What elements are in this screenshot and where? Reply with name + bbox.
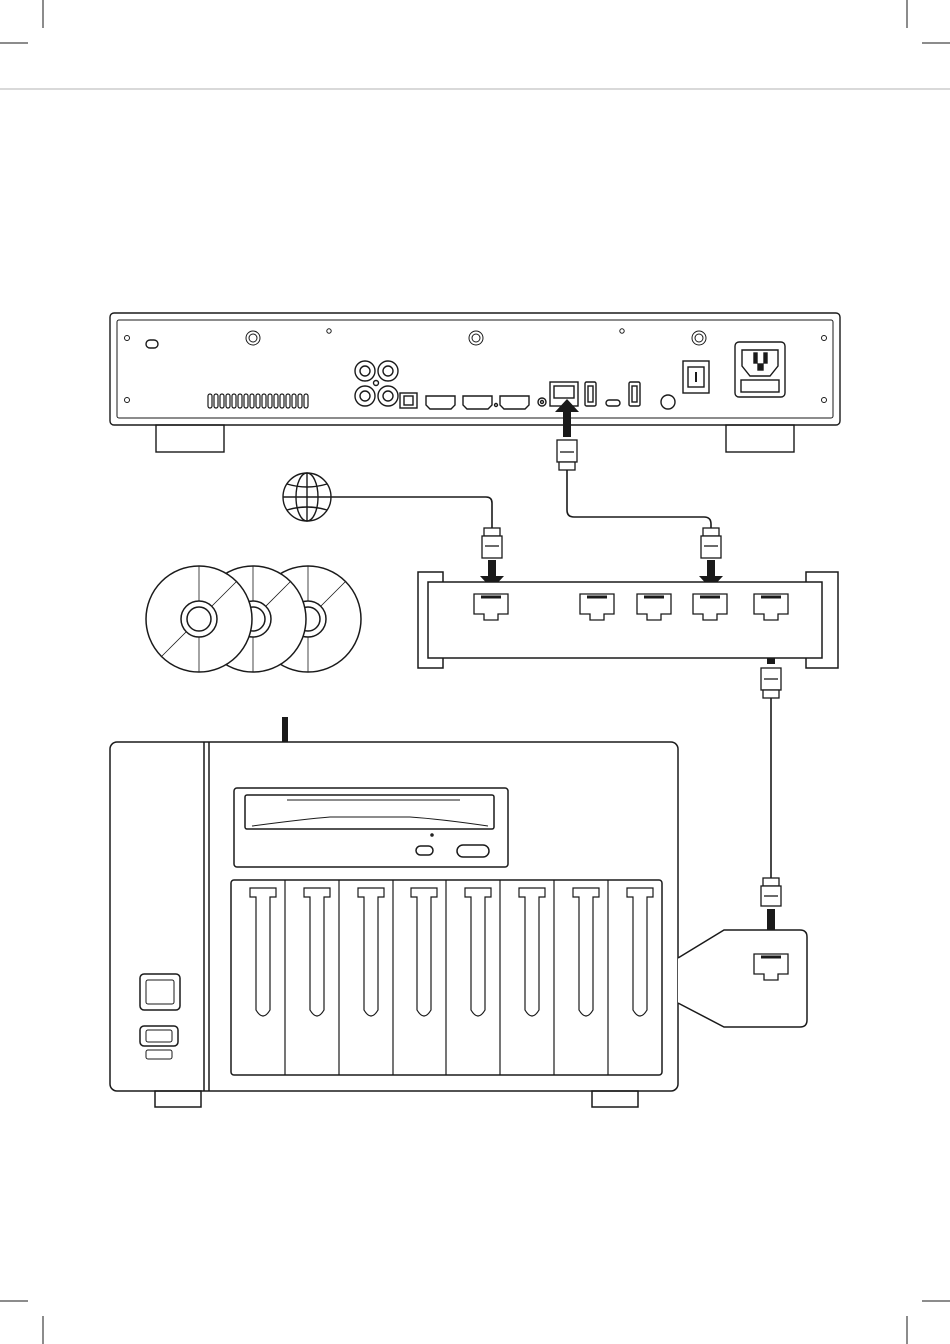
internet-cable	[331, 497, 492, 528]
router-icon	[418, 572, 838, 668]
globe-icon	[283, 473, 331, 521]
rj45-plug	[761, 878, 781, 906]
rj45-plug	[701, 528, 721, 558]
player-cable	[567, 470, 711, 528]
rj45-plug	[761, 668, 781, 698]
rca-jacks	[355, 361, 398, 406]
ethernet-port-icon	[678, 930, 807, 1027]
rj45-plug	[557, 440, 577, 470]
disc-icon	[146, 566, 361, 672]
media-player-icon	[110, 313, 840, 452]
nas-icon	[110, 742, 678, 1107]
rj45-plug	[482, 528, 502, 558]
vent-slots	[208, 394, 308, 408]
